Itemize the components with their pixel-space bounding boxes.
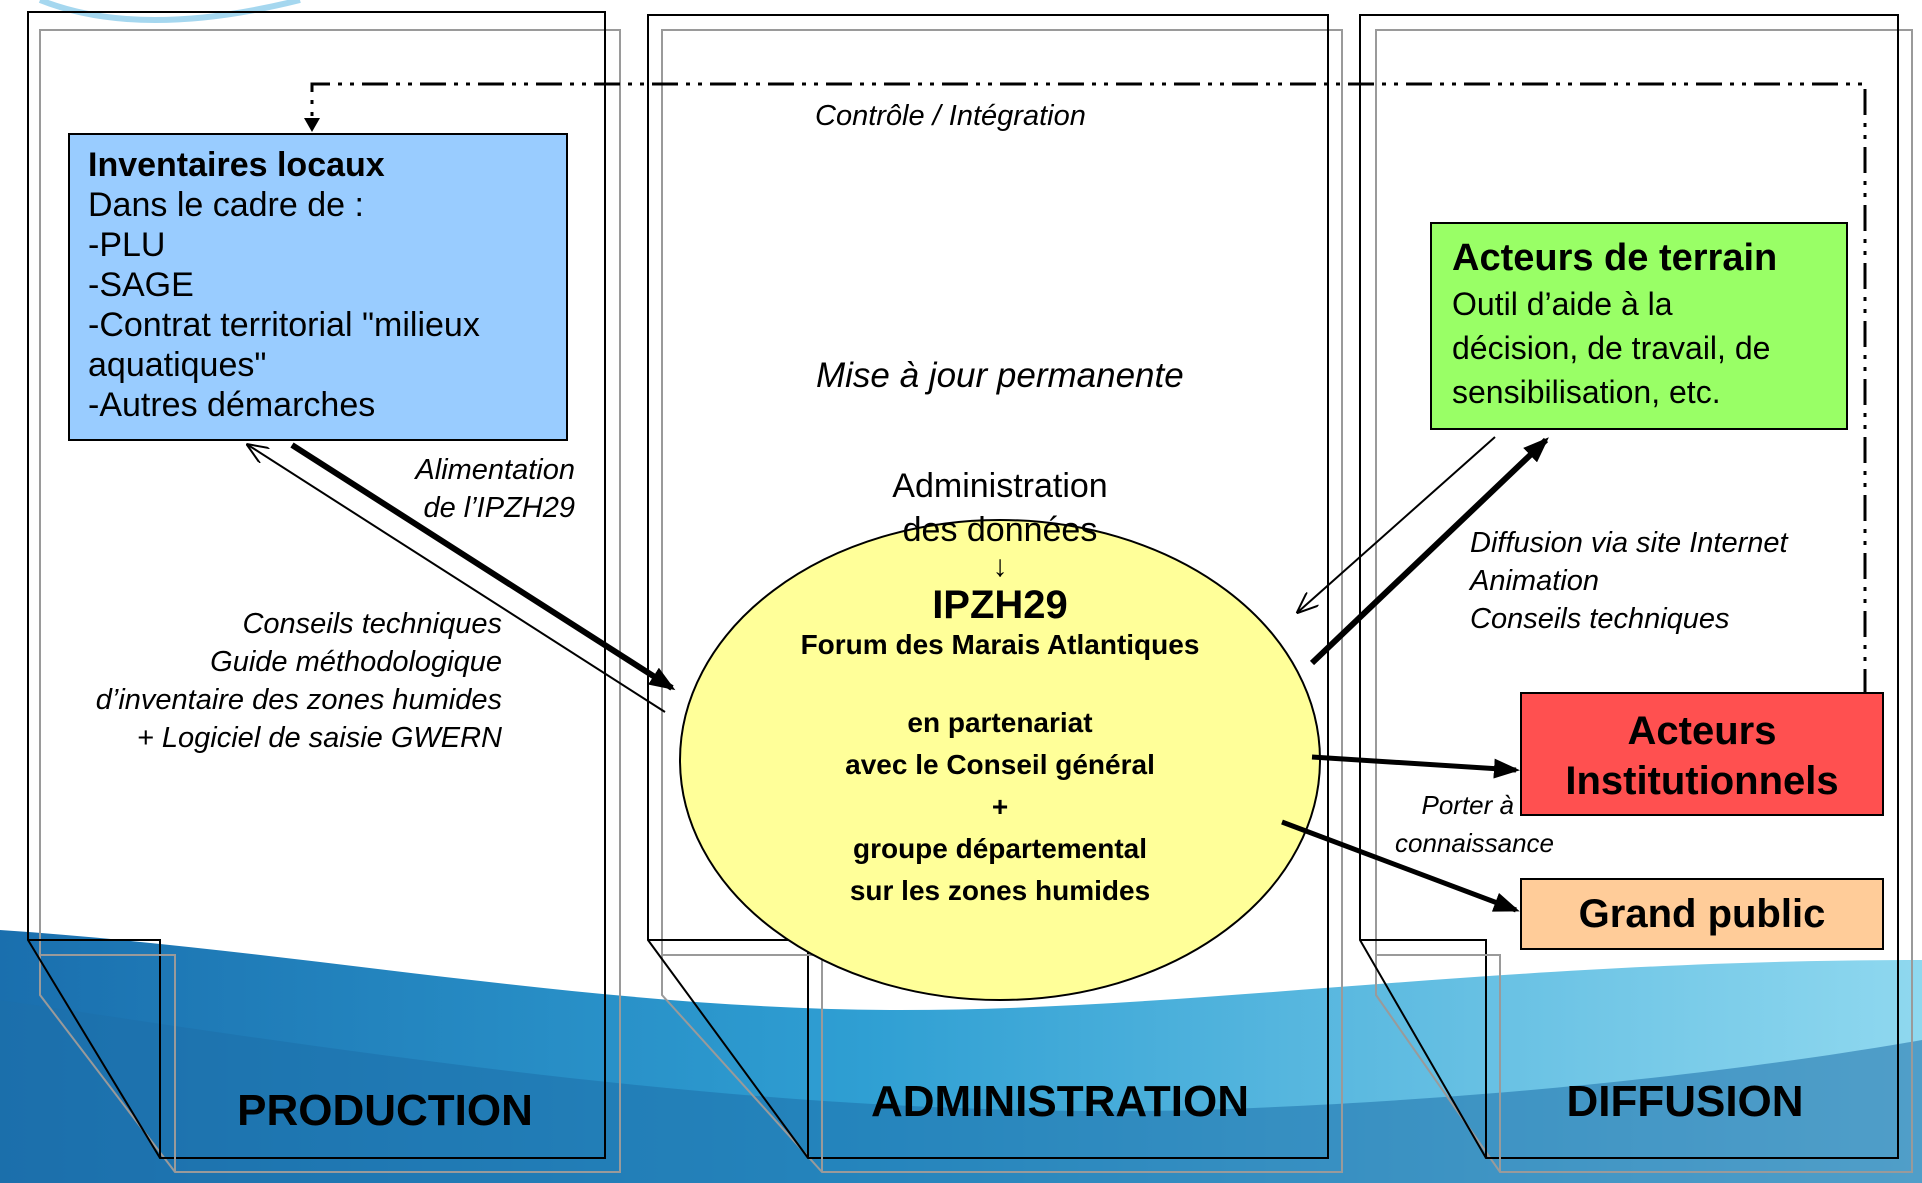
alimentation-line: Alimentation bbox=[415, 454, 575, 486]
alimentation-line: de l’IPZH29 bbox=[423, 492, 575, 524]
conseils-left-line: + Logiciel de saisie GWERN bbox=[136, 722, 502, 754]
ellipse-down-arrow: ↓ bbox=[992, 550, 1008, 583]
ellipse-groupe-1: groupe départemental bbox=[852, 833, 1148, 864]
inventaires-title: Inventaires locaux bbox=[88, 146, 385, 184]
inventaires-line: -PLU bbox=[88, 226, 166, 264]
inventaires-line: -SAGE bbox=[88, 266, 194, 304]
diffusion-line: Conseils techniques bbox=[1470, 603, 1730, 635]
grand-public-label: Grand public bbox=[1578, 892, 1826, 936]
porter-a-connaissance-label: Porter à connaissance bbox=[1350, 786, 1554, 862]
porter-line: connaissance bbox=[1395, 828, 1554, 858]
acteurs-terrain-box: Acteurs de terrain Outil d’aide à la déc… bbox=[1430, 222, 1848, 430]
alimentation-label: Alimentation de l’IPZH29 bbox=[380, 451, 575, 527]
inventaires-line: Dans le cadre de : bbox=[88, 186, 364, 224]
ellipse-plus: + bbox=[991, 791, 1009, 822]
control-integration-loop bbox=[304, 82, 1867, 695]
diffusion-title: DIFFUSION bbox=[1566, 1077, 1804, 1126]
diffusion-line: Diffusion via site Internet bbox=[1470, 527, 1788, 559]
arrow-to-grand-public bbox=[1281, 819, 1520, 913]
inventaires-locaux-box: Inventaires locaux Dans le cadre de : -P… bbox=[68, 133, 568, 441]
arrow-from-terrain bbox=[1298, 436, 1496, 612]
arrow-conseils-back bbox=[248, 445, 666, 713]
institutionnels-line: Acteurs bbox=[1627, 709, 1777, 753]
inventaires-line: -Contrat territorial "milieux bbox=[88, 306, 480, 344]
administration-title: ADMINISTRATION bbox=[870, 1077, 1250, 1126]
wave-background-overlay bbox=[0, 1000, 1922, 1183]
ellipse-ipzh: IPZH29 bbox=[932, 583, 1068, 627]
conseils-left-line: Guide méthodologique bbox=[210, 646, 502, 678]
inventaires-line: -Autres démarches bbox=[88, 386, 376, 424]
terrain-title: Acteurs de terrain bbox=[1452, 237, 1778, 279]
terrain-line: sensibilisation, etc. bbox=[1452, 374, 1721, 410]
production-title: PRODUCTION bbox=[237, 1086, 533, 1135]
ellipse-partner-2: avec le Conseil général bbox=[845, 749, 1155, 780]
conseils-left-line: d’inventaire des zones humides bbox=[95, 684, 502, 716]
inventaires-line: aquatiques" bbox=[88, 346, 267, 384]
ellipse-line-donnees: des données bbox=[902, 511, 1098, 549]
terrain-line: décision, de travail, de bbox=[1452, 330, 1771, 366]
acteurs-institutionnels-box: Acteurs Institutionnels bbox=[1520, 692, 1884, 816]
conseils-left-line: Conseils techniques bbox=[242, 608, 502, 640]
mise-a-jour-label: Mise à jour permanente bbox=[816, 356, 1184, 395]
grand-public-box: Grand public bbox=[1520, 878, 1884, 950]
diffusion-line: Animation bbox=[1470, 565, 1599, 597]
conseils-left-label: Conseils techniques Guide méthodologique… bbox=[30, 605, 502, 757]
ellipse-forum: Forum des Marais Atlantiques bbox=[800, 629, 1200, 660]
institutionnels-line: Institutionnels bbox=[1565, 759, 1839, 803]
control-integration-label: Contrôle / Intégration bbox=[815, 100, 1086, 132]
ellipse-text: Administration des données ↓ IPZH29 Foru… bbox=[700, 464, 1300, 912]
diffusion-column bbox=[1359, 14, 1913, 1173]
production-column bbox=[27, 11, 621, 1173]
ellipse-line-admin: Administration bbox=[892, 467, 1108, 505]
ellipse-partner-1: en partenariat bbox=[907, 707, 1093, 738]
porter-line: Porter à bbox=[1421, 790, 1515, 820]
arrow-to-institutionnels bbox=[1311, 754, 1520, 779]
arrow-to-terrain bbox=[1309, 437, 1549, 666]
ellipse-groupe-2: sur les zones humides bbox=[849, 875, 1151, 906]
terrain-line: Outil d’aide à la bbox=[1452, 286, 1673, 322]
arrow-alimentation bbox=[290, 442, 676, 691]
decor-swirl bbox=[38, 0, 301, 23]
diffusion-text: Diffusion via site Internet Animation Co… bbox=[1470, 524, 1788, 638]
